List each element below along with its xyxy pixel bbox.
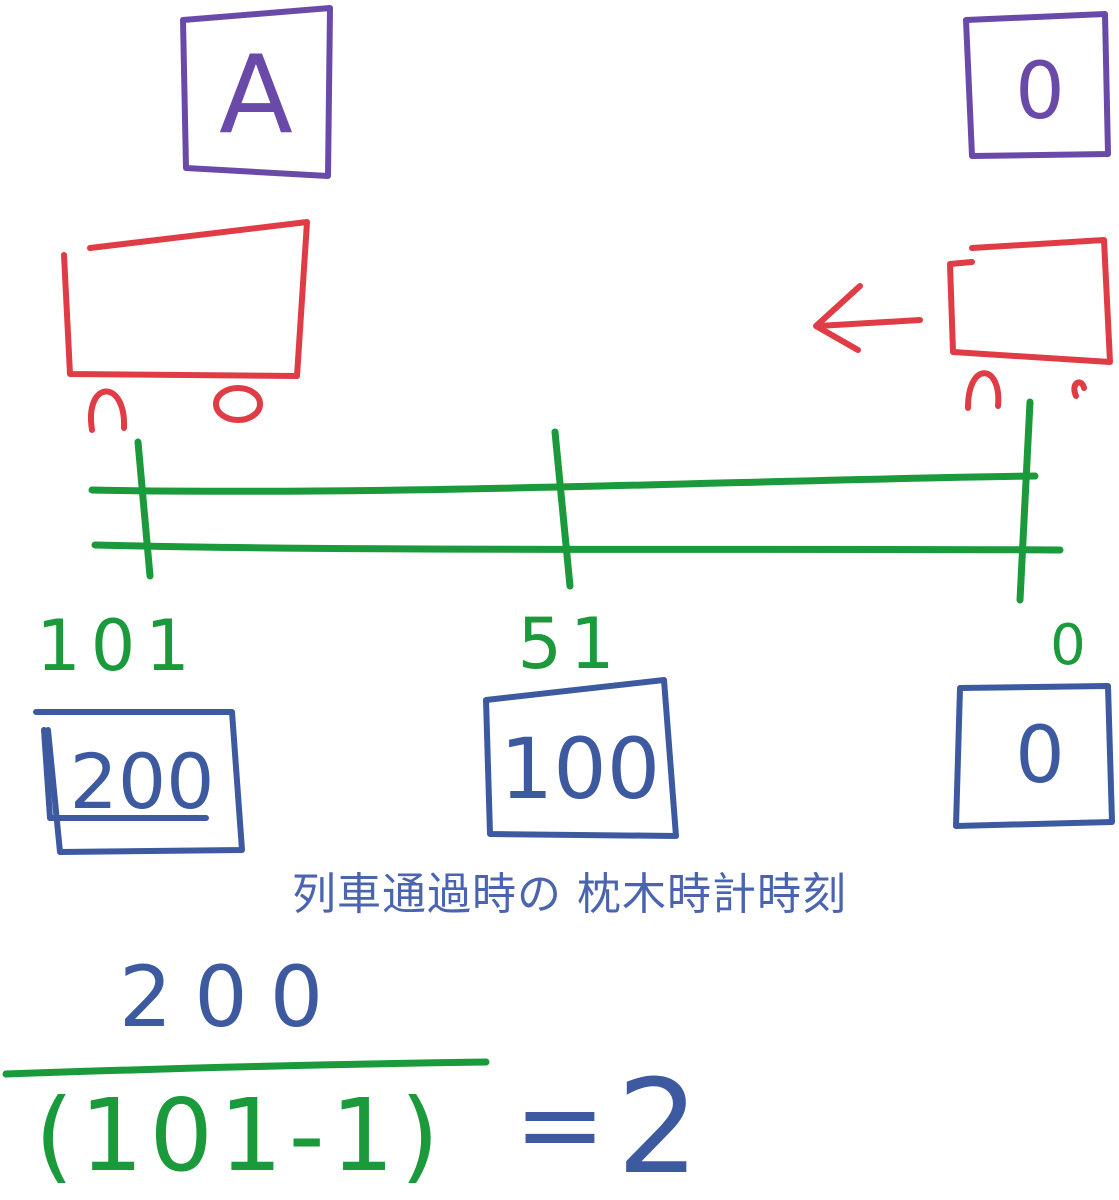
train-right-wheel-2 — [1071, 379, 1087, 399]
sleeper-left — [134, 438, 154, 580]
clock-box-right — [953, 683, 1115, 829]
sleeper-right-number: 0 — [1050, 613, 1086, 678]
clock-box-right-text: 0 — [1015, 711, 1065, 801]
train-left-wheel-1 — [87, 388, 128, 433]
formula-denominator: (101-1) — [35, 1077, 446, 1194]
clock-box-left — [33, 709, 245, 855]
train-right-wheel-1 — [965, 370, 1002, 411]
clock-box-middle — [483, 677, 679, 839]
formula-fraction-bar — [2, 1058, 490, 1078]
label-box-right — [963, 11, 1111, 159]
track-rail-bottom — [91, 541, 1064, 554]
clock-box-left-inner — [41, 727, 209, 821]
sleeper-middle-number: 51 — [517, 603, 622, 685]
train-right-body — [947, 237, 1113, 365]
formula-equals: = — [514, 1060, 606, 1188]
sleeper-middle — [551, 428, 574, 590]
label-box-left — [180, 5, 333, 179]
sleeper-right — [1016, 398, 1034, 604]
clock-box-left-text: 200 — [69, 737, 214, 826]
sleeper-left-number: 101 — [36, 605, 200, 687]
train-left-body — [61, 219, 310, 379]
formula-numerator: 200 — [119, 948, 345, 1046]
label-box-right-text: 0 — [1015, 47, 1065, 137]
clock-box-middle-text: 100 — [500, 720, 660, 818]
track-rail-top — [88, 472, 1039, 495]
train-left-wheel-2 — [213, 385, 263, 423]
label-box-left-text: A — [219, 33, 293, 158]
formula-result: 2 — [617, 1051, 700, 1200]
direction-arrow-icon — [813, 283, 923, 353]
caption-text: 列車通過時の 枕木時計時刻 — [292, 869, 847, 920]
